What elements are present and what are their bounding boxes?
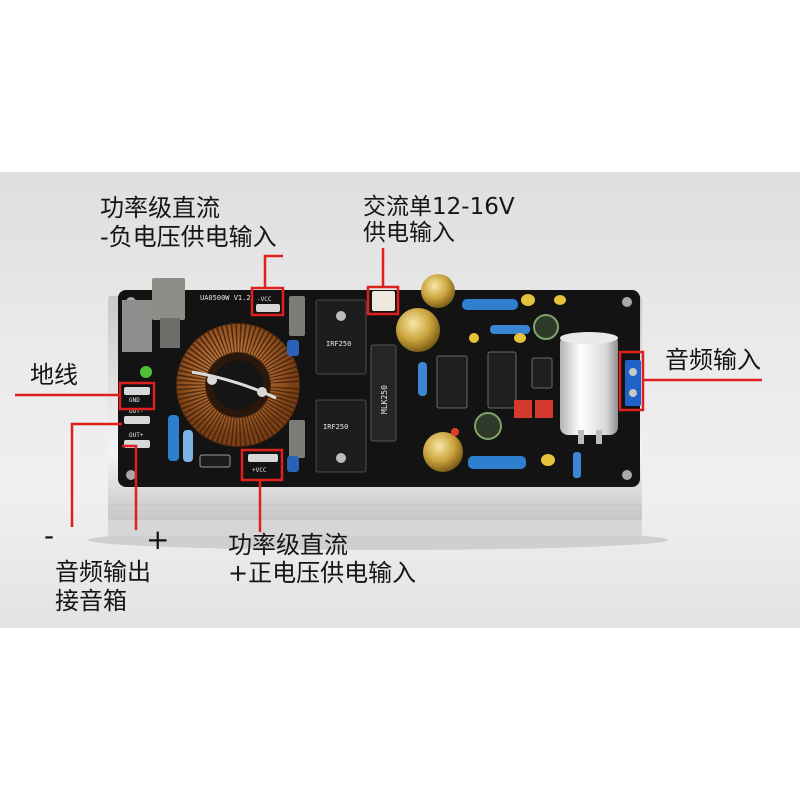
pos-supply-label-line2: +正电压供电输入 xyxy=(228,559,417,587)
electrolytic-capacitor-small xyxy=(533,314,559,340)
pos-vcc-marking: +VCC xyxy=(252,467,267,474)
led-green xyxy=(140,366,152,378)
ac-supply-label-line1: 交流单12-16V xyxy=(363,194,515,220)
pos-supply-label-line1: 功率级直流 xyxy=(228,531,348,559)
neg-supply-label-line2: -负电压供电输入 xyxy=(100,223,277,251)
rectifier-marking: MLK250 xyxy=(380,385,389,414)
neg-supply-leader-line xyxy=(263,254,283,288)
electrolytic-capacitor xyxy=(396,308,440,352)
ic-chip xyxy=(531,357,553,389)
ac-input-connector xyxy=(372,291,395,311)
mosfet-bottom xyxy=(315,399,367,473)
out-plus-marking: OUT+ xyxy=(129,432,144,439)
board-model-marking: UA0500W V1.2 xyxy=(200,294,251,302)
ic-chip xyxy=(436,355,468,409)
resistor xyxy=(168,415,179,461)
rectifier-block xyxy=(370,344,397,442)
mounting-holes xyxy=(126,297,632,480)
electrolytic-capacitor-small xyxy=(474,412,502,440)
output-plus-sign: + xyxy=(146,523,170,556)
audio-input-label: 音频输入 xyxy=(665,346,761,374)
audio-output-label-line2: 接音箱 xyxy=(55,587,127,615)
heatsink-exposed-corner xyxy=(122,300,152,352)
box-capacitor xyxy=(152,278,185,320)
ground-label: 地线 xyxy=(30,361,78,389)
neg-supply-highlight-box xyxy=(250,286,285,317)
capacitor-blue xyxy=(287,456,299,472)
out-minus-marking: OUT- xyxy=(129,408,143,415)
resistor xyxy=(490,325,530,334)
electrolytic-capacitor xyxy=(421,274,455,308)
neg-supply-label-line1: 功率级直流 xyxy=(100,194,220,222)
ground-marking: GND xyxy=(129,397,140,404)
resistor xyxy=(418,362,427,396)
resistor xyxy=(462,299,518,310)
audio-input-terminal xyxy=(625,360,641,406)
mosfet-top-marking: IRF250 xyxy=(326,340,351,348)
electrolytic-capacitor xyxy=(423,432,463,472)
resistor xyxy=(183,430,193,462)
output-minus-sign: - xyxy=(44,519,55,552)
out-plus-leader-line xyxy=(122,444,138,530)
resistor xyxy=(573,452,581,478)
out-minus-leader-line xyxy=(70,422,122,527)
red-led xyxy=(451,428,459,436)
annotation-callouts xyxy=(15,248,762,532)
film-capacitor xyxy=(160,318,180,348)
mosfet-top xyxy=(315,299,367,375)
neg-vcc-marking: -VCC xyxy=(257,296,272,303)
ceramic-capacitors xyxy=(469,294,566,466)
capacitor-blue xyxy=(287,340,299,356)
trimmer xyxy=(535,400,553,418)
audio-output-label-line1: 音频输出 xyxy=(55,558,151,586)
trimmer xyxy=(514,400,532,418)
resistor xyxy=(468,456,526,469)
film-capacitor xyxy=(289,296,305,336)
pos-supply-highlight-box xyxy=(240,448,284,482)
mosfet-bottom-marking: IRF250 xyxy=(323,423,348,431)
pos-vcc-pad xyxy=(248,454,278,462)
neg-vcc-pad xyxy=(256,304,280,312)
large-capacitor xyxy=(560,332,618,444)
ac-supply-label-line2: 供电输入 xyxy=(363,220,455,246)
film-capacitor xyxy=(289,420,305,458)
toroid-inductor xyxy=(176,323,300,447)
ic-chip xyxy=(487,351,517,409)
diode xyxy=(199,454,231,468)
